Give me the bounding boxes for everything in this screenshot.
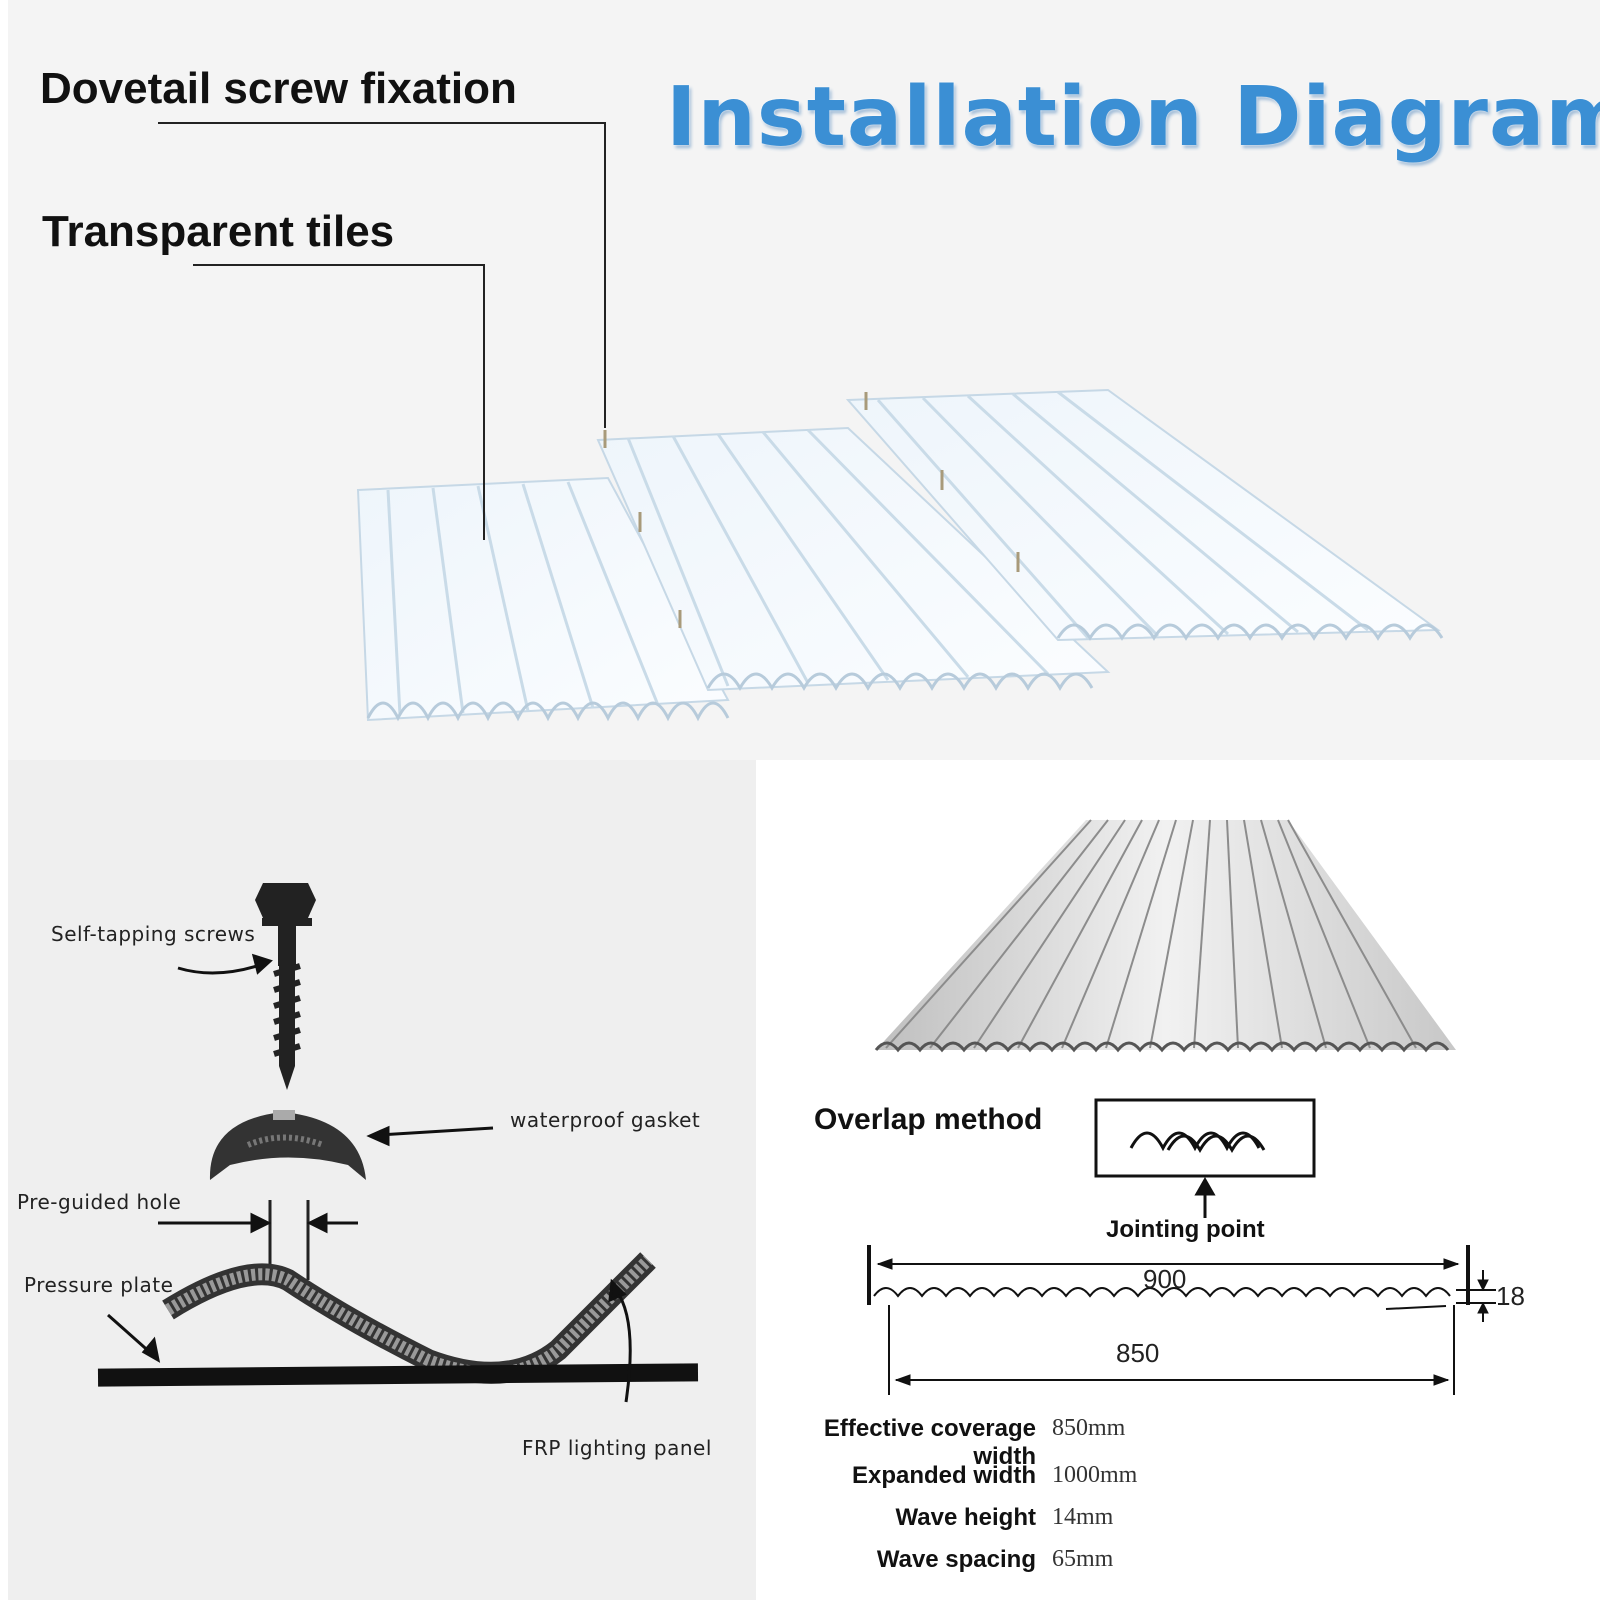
page-title: Installation Diagram (666, 70, 1600, 165)
spec-value-expanded: 1000mm (1052, 1462, 1138, 1488)
spec-name-expanded: Expanded width (851, 1462, 1036, 1489)
dimension-850: 850 (1116, 1338, 1160, 1368)
label-frp-lighting-panel: FRP lighting panel (522, 1436, 712, 1460)
label-dovetail-screw-fixation: Dovetail screw fixation (40, 64, 517, 113)
tile-sheet-front (356, 476, 730, 722)
leader-lines (158, 122, 606, 540)
profile-dimension-drawing (867, 1245, 1496, 1395)
label-overlap-method: Overlap method (814, 1103, 1043, 1136)
dimension-900: 900 (1143, 1264, 1187, 1294)
label-transparent-tiles: Transparent tiles (42, 207, 395, 256)
label-self-tapping-screws: Self-tapping screws (51, 922, 256, 946)
tile-sheet-back (845, 388, 1444, 642)
gasket-icon (209, 1110, 366, 1180)
spec-name-wave-height: Wave height (895, 1504, 1036, 1531)
profile-illustration (867, 819, 1496, 1395)
callout-arrows (107, 953, 632, 1403)
screw-icon (255, 883, 316, 1090)
label-pressure-plate: Pressure plate (24, 1273, 174, 1297)
frp-panel-profile (97, 1252, 699, 1387)
screw-markers (603, 392, 1020, 628)
corrugated-sheet-icon (874, 819, 1456, 1053)
spec-name-coverage: Effective coverage width (823, 1415, 1036, 1470)
spec-name-wave-spacing: Wave spacing (876, 1546, 1036, 1573)
dimension-18: 18 (1496, 1281, 1525, 1311)
profile-spec-panel: Overlap method Jointing point 900 850 18… (756, 760, 1600, 1600)
label-jointing-point: Jointing point (1106, 1216, 1265, 1243)
overlap-detail-box (1094, 1098, 1316, 1178)
label-pre-guided-hole: Pre-guided hole (17, 1190, 182, 1214)
roof-tiles-illustration (158, 122, 1444, 722)
roof-overview-panel: Dovetail screw fixation Transparent tile… (8, 0, 1600, 760)
jointing-arrow (1194, 1176, 1216, 1218)
fixing-detail-illustration (97, 883, 699, 1403)
spec-value-wave-spacing: 65mm (1052, 1546, 1114, 1572)
fixing-detail-panel: Self-tapping screws waterproof gasket Pr… (8, 760, 756, 1600)
tile-sheet-middle (596, 426, 1111, 692)
spec-value-wave-height: 14mm (1052, 1504, 1114, 1530)
label-waterproof-gasket: waterproof gasket (510, 1108, 701, 1132)
spec-value-coverage: 850mm (1052, 1415, 1126, 1441)
